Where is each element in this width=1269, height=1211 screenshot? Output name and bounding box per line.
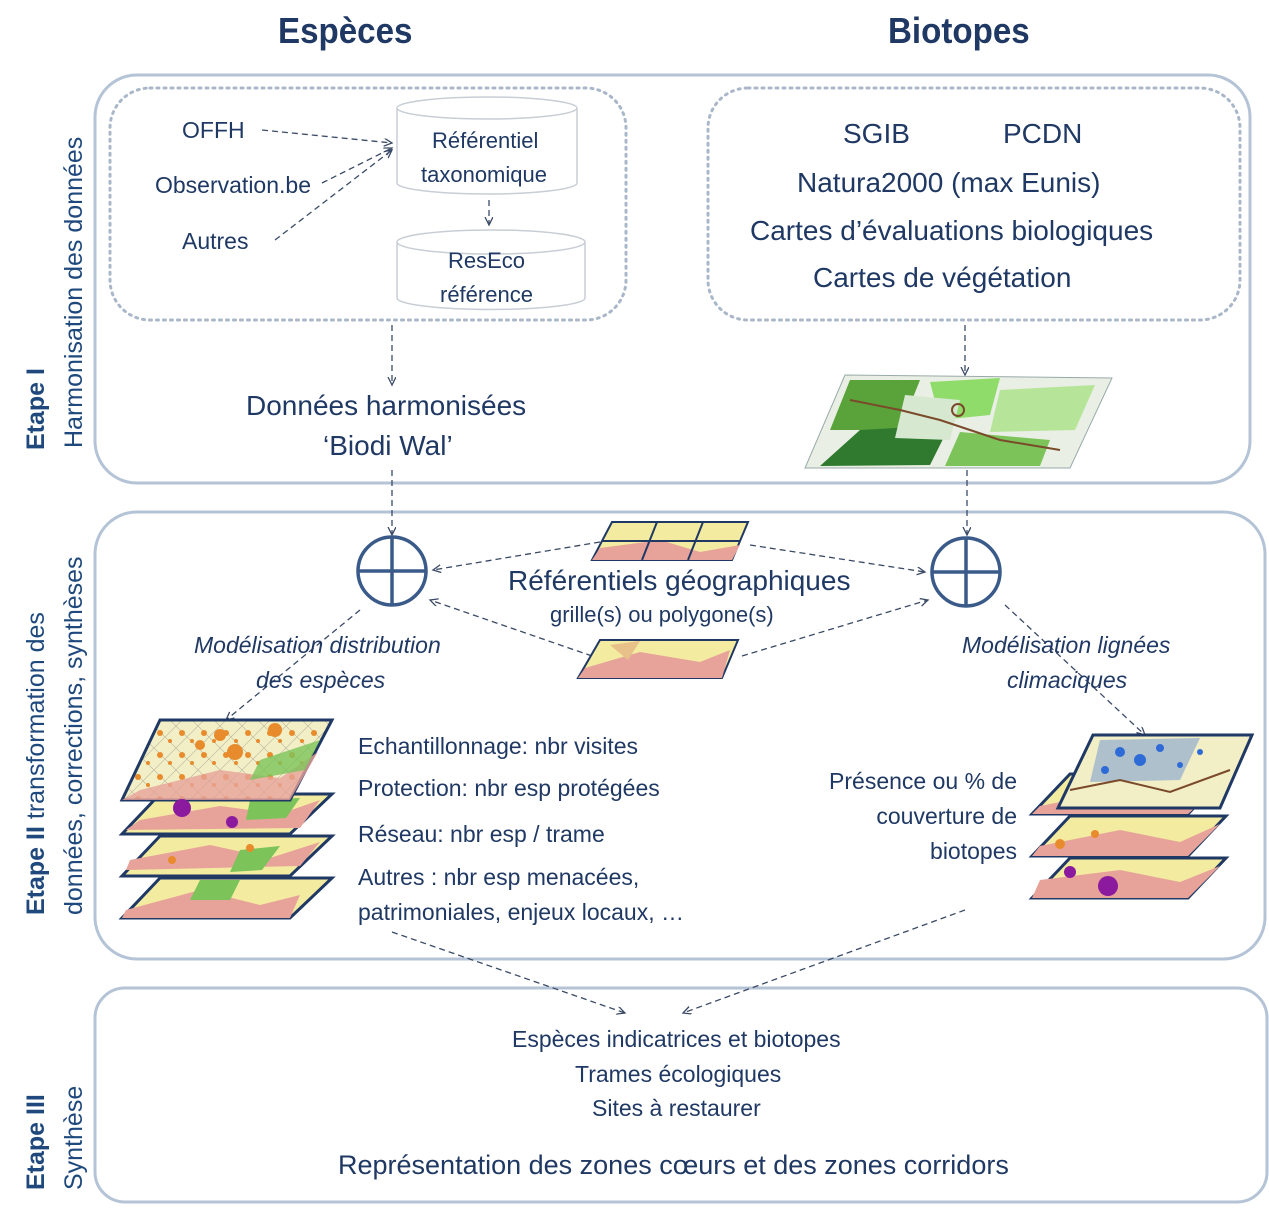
stage3-label: Etape III — [22, 1094, 51, 1190]
presence-line1: Présence ou % de — [829, 768, 1017, 794]
synthesis-item-1: Espèces indicatrices et biotopes — [512, 1026, 841, 1052]
merge-circle-biotopes — [930, 536, 1002, 608]
db-reseco-cylinder — [396, 229, 586, 311]
harmonised-data-line1: Données harmonisées — [246, 390, 527, 421]
metric-others-line1: Autres : nbr esp menacées, — [358, 864, 640, 890]
db-taxo-line1: Référentiel — [432, 128, 539, 153]
synthesis-item-2: Trames écologiques — [575, 1061, 782, 1087]
metric-sampling: Echantillonnage: nbr visites — [358, 733, 638, 759]
presence-line3: biotopes — [930, 838, 1017, 864]
db-reseco-line1: ResEco — [448, 248, 526, 273]
geo-ref-subtitle: grille(s) ou polygone(s) — [550, 602, 774, 627]
source-autres: Autres — [182, 228, 249, 254]
model-biotopes-line2: climaciques — [1007, 667, 1128, 693]
biotope-layer-stack — [1028, 733, 1255, 900]
harmonised-data-line2: ‘Biodi Wal’ — [323, 430, 453, 461]
db-taxo-line2: taxonomique — [421, 162, 547, 187]
biotope-source-natura: Natura2000 (max Eunis) — [797, 167, 1101, 198]
geo-reference-grid — [590, 521, 750, 561]
biotope-source-pcdn: PCDN — [1003, 118, 1083, 149]
stage2-box — [93, 510, 1267, 961]
header-biotopes: Biotopes — [888, 10, 1030, 51]
stage2-label-rest1: transformation des — [22, 612, 50, 827]
synthesis-item-3: Sites à restaurer — [592, 1095, 761, 1121]
stage2-label-line2: données, corrections, synthèses — [60, 556, 88, 915]
model-biotopes-line1: Modélisation lignées — [962, 632, 1171, 658]
biotope-source-cartes-eval: Cartes d’évaluations biologiques — [750, 215, 1154, 246]
biotope-source-sgib: SGIB — [843, 118, 910, 149]
source-offh: OFFH — [182, 117, 245, 143]
biotope-map-stage1 — [804, 374, 1113, 469]
source-observation: Observation.be — [155, 172, 311, 198]
presence-line2: couverture de — [876, 803, 1017, 829]
geo-reference-polygon — [576, 639, 740, 679]
biotope-source-cartes-veg: Cartes de végétation — [813, 262, 1072, 293]
species-sources-box — [108, 86, 628, 322]
metric-others-line2: patrimoniales, enjeux locaux, … — [358, 899, 684, 925]
stage1-label: Etape I — [22, 368, 51, 450]
db-taxonomic-cylinder — [396, 96, 578, 195]
stage1-label-rest: Harmonisation des données — [60, 136, 88, 448]
synthesis-final: Représentation des zones cœurs et des zo… — [338, 1150, 1009, 1180]
model-species-line1: Modélisation distribution — [194, 632, 441, 658]
biotope-sources-box — [706, 86, 1242, 322]
db-reseco-line2: référence — [440, 282, 533, 307]
stage2-label-bold: Etape II — [22, 826, 50, 915]
model-species-line2: des espèces — [256, 667, 386, 693]
stage1-box — [93, 73, 1252, 485]
metric-protection: Protection: nbr esp protégées — [358, 775, 660, 801]
species-layer-stack — [118, 718, 336, 920]
stage3-label-bold: Etape III — [22, 1094, 50, 1190]
metric-network: Réseau: nbr esp / trame — [358, 821, 605, 847]
stage1-label-bold: Etape I — [22, 368, 50, 450]
merge-circle-species — [356, 535, 428, 607]
header-species: Espèces — [278, 10, 413, 51]
stage3-label-rest: Synthèse — [60, 1085, 88, 1190]
geo-ref-title: Référentiels géographiques — [508, 565, 851, 596]
stage2-label: Etape II transformation des — [22, 612, 51, 915]
stage3-box — [93, 986, 1269, 1204]
